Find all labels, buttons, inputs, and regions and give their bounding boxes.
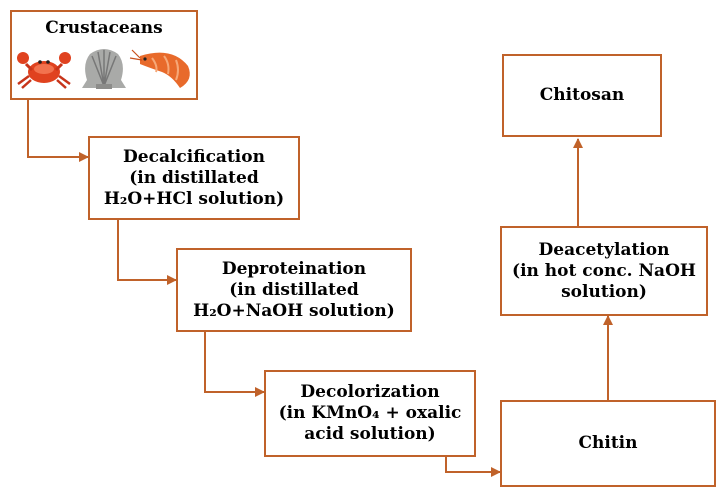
- deacetylation-reagents: solution): [561, 281, 647, 302]
- deproteination-condition: (in distillated: [229, 279, 359, 300]
- crustaceans-title: Crustaceans: [45, 18, 163, 38]
- deproteination-title: Deproteination: [221, 258, 367, 279]
- chitin-box: Chitin: [500, 400, 716, 487]
- decalcification-condition: (in distillated: [129, 167, 259, 188]
- arrow-crustaceans-to-decalcification: [27, 100, 89, 162]
- decolorization-condition: (in KMnO₄ + oxalic: [278, 403, 462, 423]
- crustaceans-illustration: [17, 49, 190, 89]
- arrow-deproteination-to-decolorization: [204, 332, 265, 397]
- chitin-label: Chitin: [578, 433, 638, 453]
- crab-icon: [17, 52, 71, 89]
- deproteination-reagents: H₂O+NaOH solution): [193, 300, 395, 321]
- chitosan-box: Chitosan: [502, 54, 662, 137]
- deacetylation-box: Deacetylation (in hot conc. NaOH solutio…: [500, 226, 708, 316]
- shrimp-icon: [129, 49, 190, 88]
- decalcification-title: Decalcification: [123, 146, 265, 167]
- decolorization-box: Decolorization (in KMnO₄ + oxalic acid s…: [264, 370, 476, 457]
- deacetylation-condition: (in hot conc. NaOH: [512, 260, 696, 281]
- deacetylation-title: Deacetylation: [538, 239, 670, 260]
- arrow-decalcification-to-deproteination: [117, 220, 177, 285]
- decalcification-box: Decalcification (in distillated H₂O+HCl …: [88, 136, 300, 220]
- arrow-decolorization-to-chitin: [445, 457, 501, 477]
- scallop-shell-icon: [82, 49, 126, 89]
- chitosan-label: Chitosan: [539, 85, 625, 105]
- deproteination-box: Deproteination (in distillated H₂O+NaOH …: [176, 248, 412, 332]
- decalcification-reagents: H₂O+HCl solution): [103, 188, 285, 209]
- decolorization-title: Decolorization: [300, 382, 440, 402]
- decolorization-reagents: acid solution): [304, 424, 436, 444]
